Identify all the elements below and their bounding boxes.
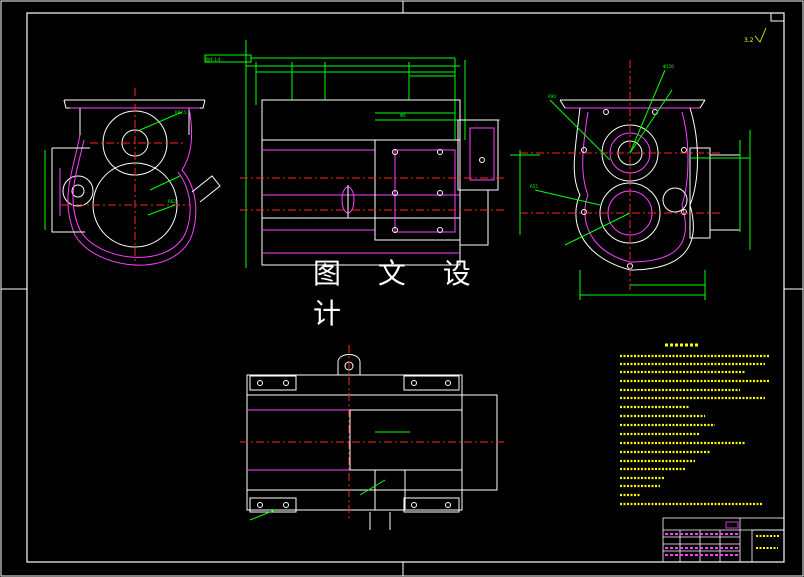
svg-text:Φ6: Φ6 xyxy=(400,113,406,118)
roughness-label: 3.2 xyxy=(744,37,754,44)
technical-notes xyxy=(611,337,783,519)
inner-frame xyxy=(26,12,785,563)
svg-text:R55: R55 xyxy=(530,184,538,189)
corner-block xyxy=(770,12,785,22)
front-view: 图样 1:4 Φ6 xyxy=(204,40,505,268)
right-side-view: Φ120 R90 R55 xyxy=(510,60,751,300)
svg-text:Φ120: Φ120 xyxy=(663,64,674,69)
svg-text:R90: R90 xyxy=(548,94,556,99)
top-view xyxy=(240,345,505,530)
svg-text:R82.5: R82.5 xyxy=(175,110,187,115)
svg-text:图样 1:4: 图样 1:4 xyxy=(205,56,221,62)
svg-text:R62: R62 xyxy=(168,199,176,204)
title-block xyxy=(662,517,785,563)
left-side-view: R82.5 R62 xyxy=(44,88,221,266)
watermark-text: 图 文 设 计 xyxy=(303,257,513,330)
roughness-symbol xyxy=(754,27,767,43)
